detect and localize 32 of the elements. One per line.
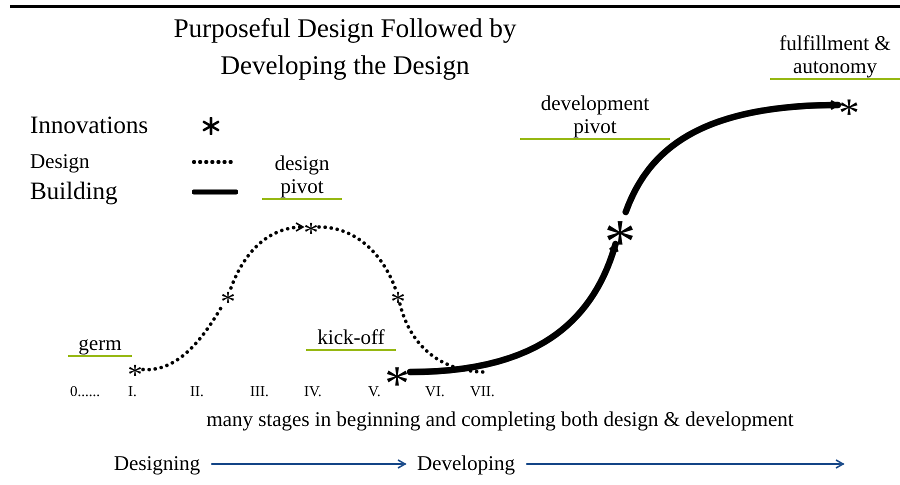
stage-number: IV. <box>304 383 322 402</box>
stage-number: I. <box>128 383 137 402</box>
stage-caption: fulfillment & autonomy <box>770 32 900 80</box>
stage-caption: kick-off <box>306 326 396 351</box>
asterisk-marker: * <box>220 288 236 304</box>
asterisk-marker: * <box>390 288 406 304</box>
stage-number: 0...... <box>70 383 100 402</box>
stage-number: VII. <box>470 383 495 402</box>
asterisk-marker: * <box>838 94 860 116</box>
phase-label: Developing <box>405 451 527 477</box>
arrow <box>526 459 844 469</box>
phase-label: Designing <box>102 451 212 477</box>
stage-number: VI. <box>425 383 445 402</box>
stage-caption: germ <box>68 332 132 357</box>
legend-text: Building <box>30 177 119 208</box>
legend-text: Design <box>30 148 90 176</box>
asterisk-marker: * <box>127 361 143 377</box>
asterisk-marker: * <box>303 219 319 235</box>
stage-caption: design pivot <box>262 152 342 200</box>
asterisk-marker: * <box>384 359 410 385</box>
arrow <box>622 100 842 216</box>
title: Purposeful Design Followed by Developing the Design <box>172 12 518 82</box>
dotted-arrow <box>229 222 305 290</box>
arrow <box>406 240 619 376</box>
note-text: many stages in beginning and completing both design & development <box>205 406 795 433</box>
legend-text: Innovations <box>30 111 150 142</box>
arrow <box>211 459 406 469</box>
stage-number: III. <box>250 383 269 402</box>
stage-caption: development pivot <box>520 92 670 140</box>
asterisk-marker: * <box>604 212 636 244</box>
stage-number: II. <box>190 383 204 402</box>
stage-number: V. <box>368 383 381 402</box>
